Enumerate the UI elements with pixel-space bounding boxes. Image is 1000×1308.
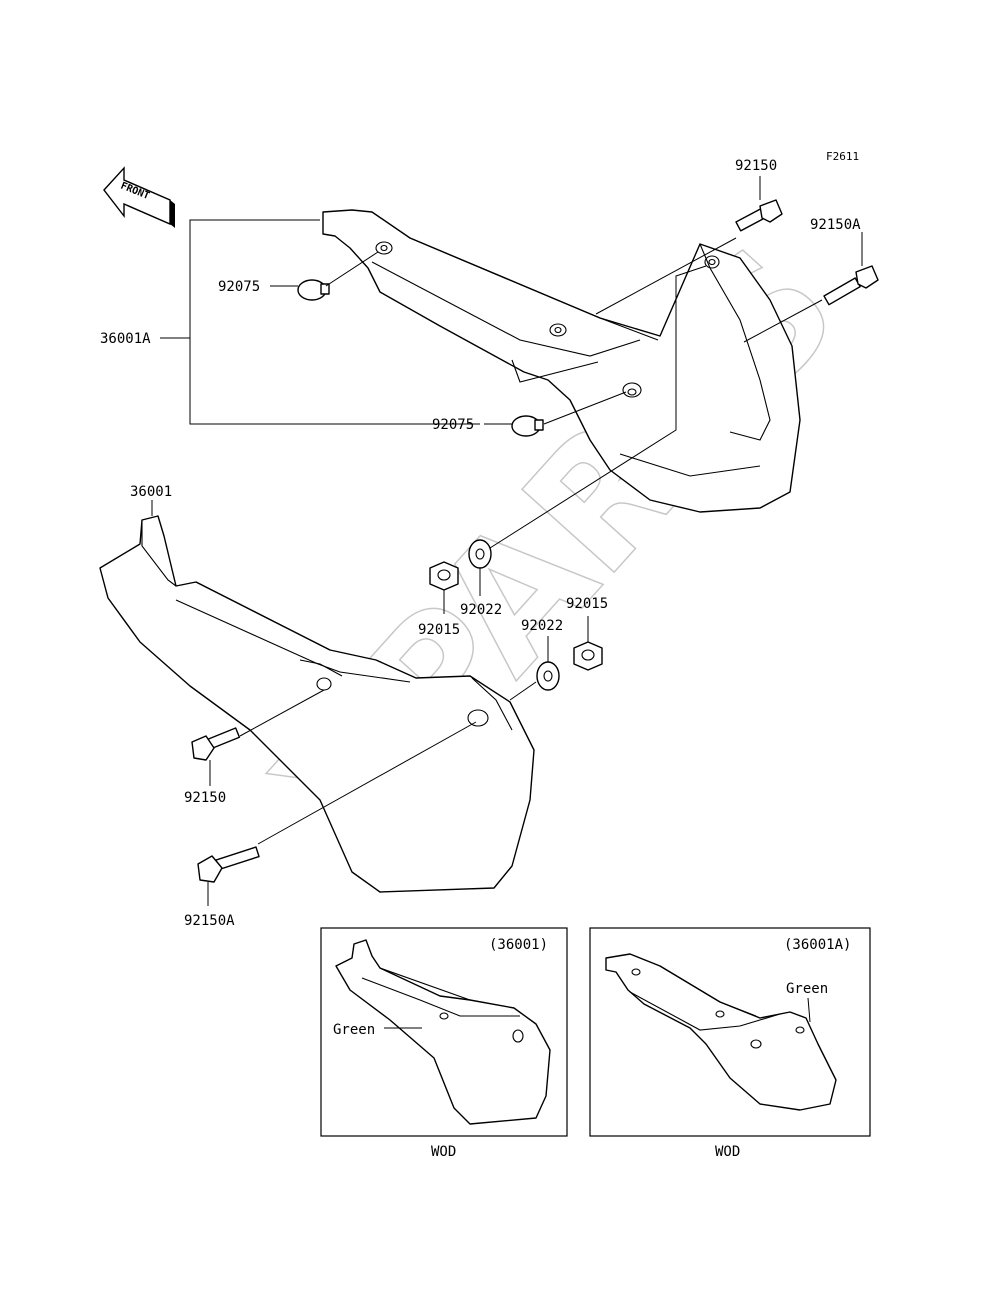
- label-36001: 36001: [130, 484, 172, 500]
- leader-92075-upper: [325, 251, 379, 287]
- leader-92022-left: [489, 265, 707, 549]
- washer-92022-left: [468, 539, 492, 569]
- label-92150-bottom: 92150: [184, 790, 226, 806]
- label-92075-upper: 92075: [218, 279, 260, 295]
- leader-92150a-top: [743, 299, 823, 343]
- inset-36001-caption: WOD: [431, 1144, 456, 1160]
- inset-36001a-caption: WOD: [715, 1144, 740, 1160]
- label-92022-right: 92022: [521, 618, 563, 634]
- side-cover-36001: [99, 515, 535, 893]
- nut-92015-right: [573, 641, 603, 671]
- inset-36001a-ref: (36001A): [784, 937, 851, 953]
- label-92150a-bottom: 92150A: [184, 913, 235, 929]
- label-92022-left: 92022: [460, 602, 502, 618]
- leader-92075-lower: [543, 391, 627, 425]
- label-92075-lower: 92075: [432, 417, 474, 433]
- bolt-92150a-top: [823, 265, 879, 306]
- inset-36001-ref: (36001): [489, 937, 548, 953]
- bolt-92150-top: [735, 199, 783, 232]
- grommet-92075-upper: [297, 279, 330, 301]
- side-cover-36001a: [322, 209, 801, 513]
- front-arrow-icon: FRONT: [103, 166, 175, 228]
- leader-92150-top: [595, 237, 737, 315]
- grommet-92075-lower: [511, 415, 544, 437]
- leader-92022-right: [509, 681, 537, 701]
- leader-92150a-bottom: [257, 721, 477, 845]
- label-92150a-top: 92150A: [810, 217, 861, 233]
- inset-36001a-color: Green: [786, 981, 828, 997]
- figure-code: F2611: [826, 150, 859, 163]
- bolt-92150-bottom: [191, 727, 241, 761]
- leader-92150-bottom: [239, 689, 325, 737]
- label-36001a: 36001A: [100, 331, 151, 347]
- inset-36001-color: Green: [333, 1022, 375, 1038]
- label-92150-top: 92150: [735, 158, 777, 174]
- washer-92022-right: [536, 661, 560, 691]
- bracket-36001a: [189, 219, 480, 425]
- label-92015-left: 92015: [418, 622, 460, 638]
- inset-36001: (36001) Green: [320, 927, 568, 1137]
- nut-92015-left: [429, 561, 459, 591]
- bolt-92150a-bottom: [197, 846, 260, 883]
- inset-36001a: (36001A) Green: [589, 927, 871, 1137]
- label-92015-right: 92015: [566, 596, 608, 612]
